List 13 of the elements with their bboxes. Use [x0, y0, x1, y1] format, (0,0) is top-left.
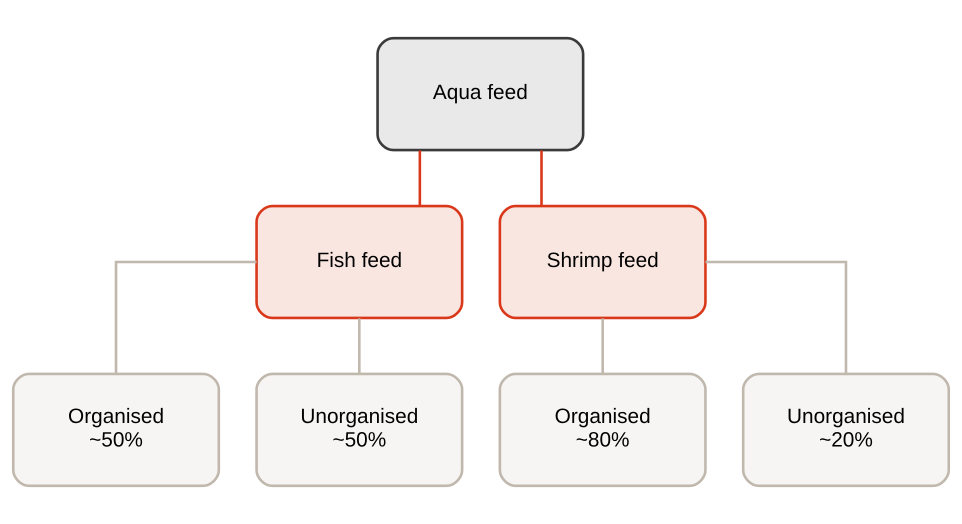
- connector: [114, 260, 257, 374]
- connector: [601, 318, 604, 374]
- node-box: Shrimp feed: [498, 204, 707, 320]
- node-box: Aqua feed: [376, 36, 584, 152]
- connector: [418, 150, 422, 206]
- connector: [705, 260, 848, 374]
- node-box: Unorganised ~50%: [255, 372, 464, 488]
- connector: [540, 150, 543, 206]
- node-box: Unorganised ~20%: [742, 372, 950, 488]
- connector: [358, 318, 361, 374]
- node-box: Organised ~50%: [12, 372, 220, 488]
- node-box: Fish feed: [255, 204, 464, 320]
- node-box: Organised ~80%: [498, 372, 707, 488]
